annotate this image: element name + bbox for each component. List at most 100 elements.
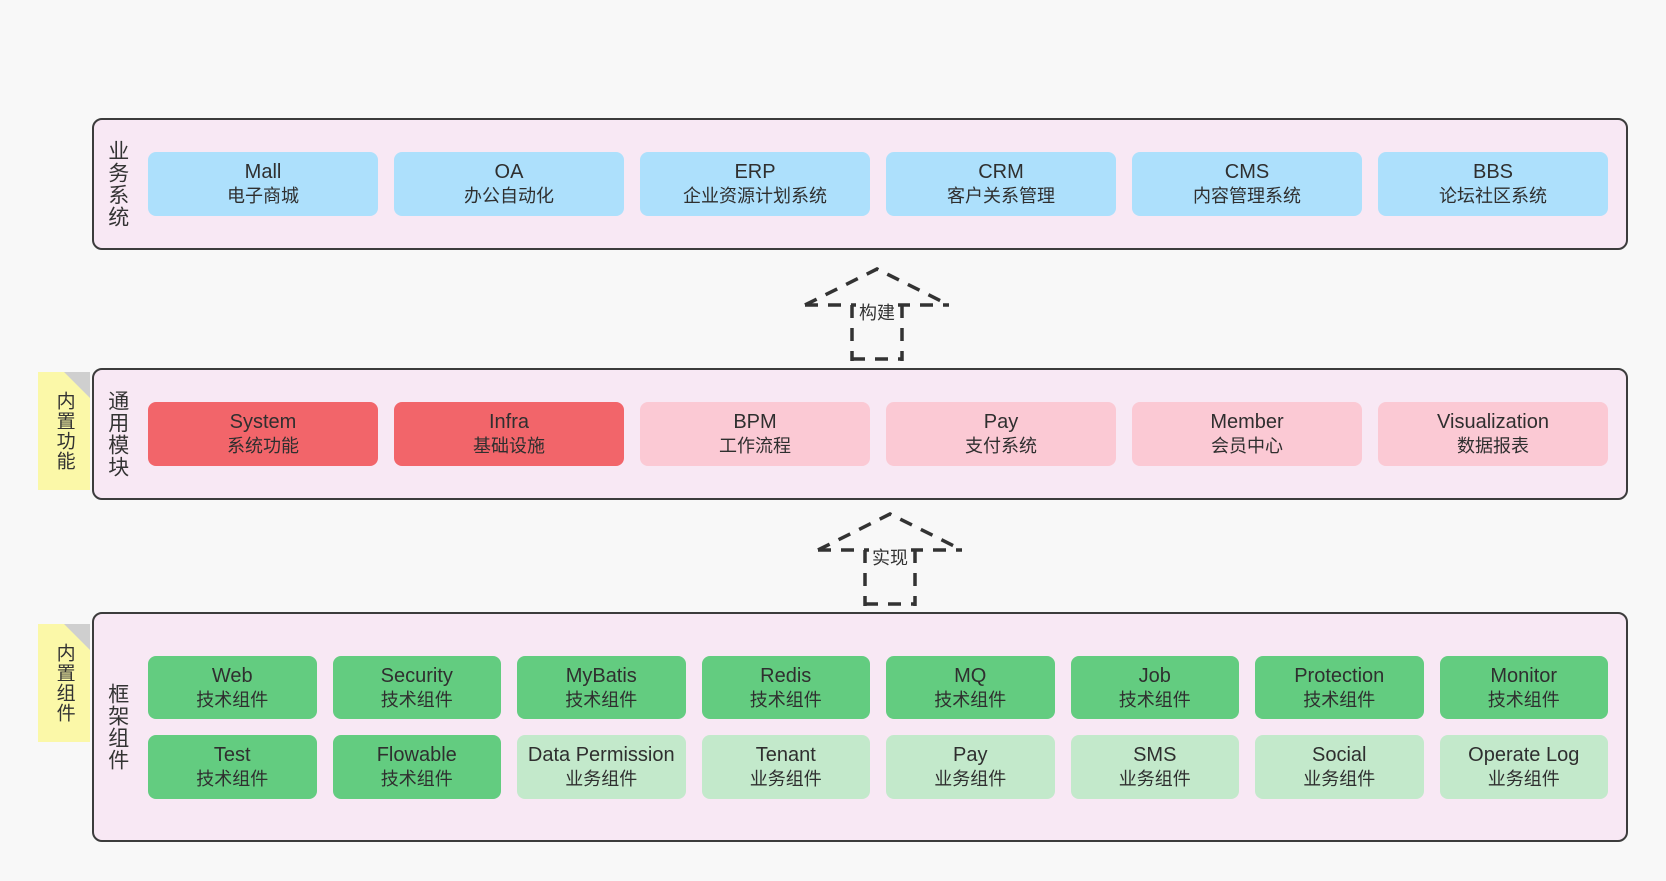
node-subtitle: 业务组件 [934,769,1007,789]
node-subtitle: 技术组件 [196,689,269,710]
node-member[interactable]: Member 会员中心 [1132,402,1362,466]
node-subtitle: 技术组件 [1303,689,1376,710]
node-title: CMS [1224,161,1270,184]
node-flowable[interactable]: Flowable 技术组件 [332,735,501,799]
node-title: Mall [244,161,282,184]
node-title: Monitor [1490,664,1558,687]
node-subtitle: 技术组件 [196,769,269,789]
node-subtitle: 基础设施 [473,436,545,457]
arrow-shaft [863,550,917,606]
node-title: Protection [1294,664,1385,687]
node-title: Visualization [1437,411,1549,434]
layer-title-common-modules: 通用模块 [105,390,129,478]
node-subtitle: 业务组件 [1303,769,1376,789]
node-subtitle: 支付系统 [965,436,1037,457]
node-row: Mall 电子商城 OA 办公自动化 ERP 企业资源计划系统 CRM 客户关系… [148,152,1608,216]
node-tenant[interactable]: Tenant 业务组件 [701,735,870,799]
node-title: Job [1138,664,1171,687]
node-mq[interactable]: MQ 技术组件 [886,655,1055,719]
node-title: SMS [1133,744,1177,766]
layer-title-business-systems: 业务系统 [105,140,129,228]
node-job[interactable]: Job 技术组件 [1070,655,1239,719]
arrow-head-outline [817,512,963,552]
node-title: Flowable [376,744,457,766]
node-subtitle: 客户关系管理 [947,186,1055,207]
node-subtitle: 业务组件 [565,769,638,789]
node-title: OA [494,161,524,184]
node-test[interactable]: Test 技术组件 [148,735,317,799]
layer-business-systems: 业务系统 Mall 电子商城 OA 办公自动化 ERP 企业资源计划系统 CRM… [92,118,1628,250]
node-title: System [229,411,297,434]
node-pay-module[interactable]: Pay 支付系统 [886,402,1116,466]
node-subtitle: 技术组件 [380,769,453,789]
node-subtitle: 企业资源计划系统 [683,186,827,207]
node-title: Social [1312,744,1367,766]
node-title: BBS [1472,161,1514,184]
node-protection[interactable]: Protection 技术组件 [1255,655,1424,719]
node-subtitle: 业务组件 [1487,769,1560,789]
arrow-shaft [850,305,904,361]
node-subtitle: 系统功能 [227,436,299,457]
node-cms[interactable]: CMS 内容管理系统 [1132,152,1362,216]
sticky-note-builtin-functions: 内置功能 [38,372,90,490]
node-visualization[interactable]: Visualization 数据报表 [1378,402,1608,466]
node-subtitle: 技术组件 [749,689,822,710]
sticky-label: 内置功能 [53,391,75,471]
node-oa[interactable]: OA 办公自动化 [394,152,624,216]
node-subtitle: 数据报表 [1457,436,1529,457]
node-title: Security [380,664,453,687]
node-row: Test 技术组件 Flowable 技术组件 Data Permission … [148,735,1608,799]
node-redis[interactable]: Redis 技术组件 [701,655,870,719]
node-subtitle: 技术组件 [565,689,638,710]
node-social[interactable]: Social 业务组件 [1255,735,1424,799]
node-title: BPM [733,411,777,434]
node-data-permission[interactable]: Data Permission 业务组件 [517,735,686,799]
node-monitor[interactable]: Monitor 技术组件 [1439,655,1608,719]
node-title: Tenant [755,744,816,766]
sticky-note-builtin-components: 内置组件 [38,624,90,742]
node-title: Member [1210,411,1284,434]
node-subtitle: 办公自动化 [464,186,554,207]
node-mybatis[interactable]: MyBatis 技术组件 [517,655,686,719]
node-subtitle: 技术组件 [380,689,453,710]
node-erp[interactable]: ERP 企业资源计划系统 [640,152,870,216]
node-pay-component[interactable]: Pay 业务组件 [886,735,1055,799]
layer-common-modules: 通用模块 System 系统功能 Infra 基础设施 BPM 工作流程 Pay… [92,368,1628,500]
node-subtitle: 工作流程 [719,436,791,457]
node-title: MQ [954,664,987,687]
arrow-head-outline [804,267,950,307]
node-title: Infra [488,411,530,434]
node-security[interactable]: Security 技术组件 [332,655,501,719]
node-subtitle: 技术组件 [934,689,1007,710]
node-subtitle: 内容管理系统 [1193,186,1301,207]
node-title: Web [211,664,253,687]
node-row: Web 技术组件 Security 技术组件 MyBatis 技术组件 Redi… [148,655,1608,719]
node-sms[interactable]: SMS 业务组件 [1070,735,1239,799]
node-bbs[interactable]: BBS 论坛社区系统 [1378,152,1608,216]
node-title: Pay [983,411,1019,434]
node-web[interactable]: Web 技术组件 [148,655,317,719]
node-title: ERP [734,161,776,184]
node-subtitle: 技术组件 [1118,689,1191,710]
layer-title-framework-components: 框架组件 [105,683,129,771]
connector-label-build: 构建 [856,299,898,325]
node-title: Operate Log [1468,744,1580,766]
sticky-label: 内置组件 [53,643,75,723]
layer-body-framework-components: Web 技术组件 Security 技术组件 MyBatis 技术组件 Redi… [140,614,1626,840]
node-system[interactable]: System 系统功能 [148,402,378,466]
node-row: System 系统功能 Infra 基础设施 BPM 工作流程 Pay 支付系统… [148,402,1608,466]
layer-body-common-modules: System 系统功能 Infra 基础设施 BPM 工作流程 Pay 支付系统… [140,370,1626,498]
connector-build: 构建 [797,265,957,361]
layer-body-business-systems: Mall 电子商城 OA 办公自动化 ERP 企业资源计划系统 CRM 客户关系… [140,120,1626,248]
node-subtitle: 技术组件 [1487,689,1560,710]
node-operate-log[interactable]: Operate Log 业务组件 [1439,735,1608,799]
node-crm[interactable]: CRM 客户关系管理 [886,152,1116,216]
node-title: Test [213,744,251,766]
node-mall[interactable]: Mall 电子商城 [148,152,378,216]
node-title: Redis [760,664,812,687]
node-subtitle: 电子商城 [227,186,299,207]
node-title: Data Permission [527,744,675,766]
node-infra[interactable]: Infra 基础设施 [394,402,624,466]
node-bpm[interactable]: BPM 工作流程 [640,402,870,466]
